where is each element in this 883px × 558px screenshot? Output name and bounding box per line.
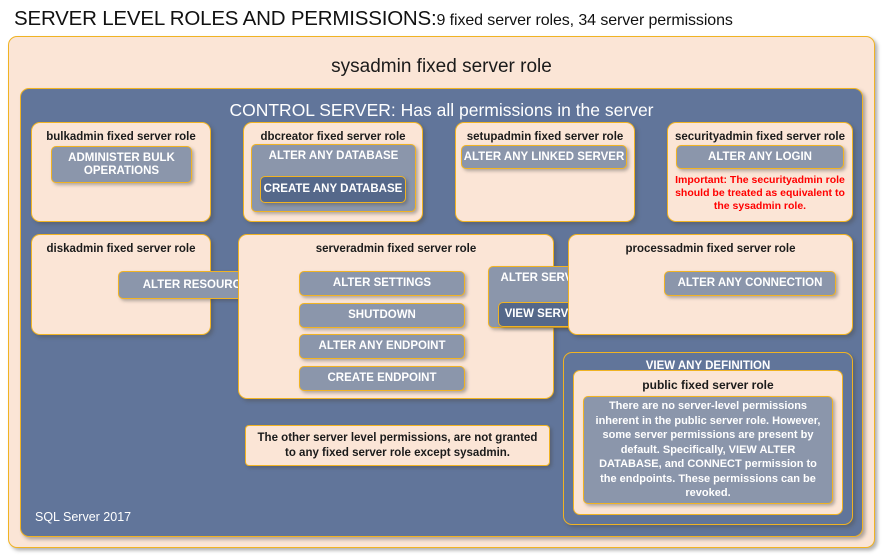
- securityadmin-warning: Important: The securityadmin role should…: [675, 174, 845, 213]
- permission-alter-settings[interactable]: ALTER SETTINGS: [299, 271, 465, 296]
- role-label-setupadmin: setupadmin fixed server role: [466, 131, 624, 143]
- role-label-processadmin: processadmin fixed server role: [625, 243, 796, 255]
- permission-create-any-database[interactable]: CREATE ANY DATABASE: [260, 176, 406, 203]
- note-other-permissions: The other server level permissions, are …: [245, 425, 550, 466]
- role-label-dbcreator: dbcreator fixed server role: [260, 131, 406, 143]
- page-title-main: SERVER LEVEL ROLES AND PERMISSIONS:: [14, 7, 437, 30]
- control-server-label: CONTROL SERVER: Has all permissions in t…: [229, 100, 654, 120]
- permission-alter-any-database-label: ALTER ANY DATABASE: [268, 150, 399, 162]
- page-title-sub: 9 fixed server roles, 34 server permissi…: [436, 12, 733, 29]
- permission-alter-any-login[interactable]: ALTER ANY LOGIN: [676, 145, 844, 169]
- permission-alter-any-endpoint[interactable]: ALTER ANY ENDPOINT: [299, 334, 465, 359]
- role-card-securityadmin: securityadmin fixed server role: [667, 122, 853, 222]
- role-label-diskadmin: diskadmin fixed server role: [46, 243, 196, 255]
- permission-shutdown[interactable]: SHUTDOWN: [299, 303, 465, 328]
- permission-alter-any-connection[interactable]: ALTER ANY CONNECTION: [664, 271, 836, 296]
- permission-create-endpoint[interactable]: CREATE ENDPOINT: [299, 366, 465, 391]
- permission-alter-any-linked-server[interactable]: ALTER ANY LINKED SERVER: [461, 145, 627, 169]
- permission-administer-bulk-operations[interactable]: ADMINISTER BULK OPERATIONS: [51, 146, 192, 183]
- role-card-setupadmin: setupadmin fixed server role: [455, 122, 635, 222]
- permission-view-any-definition-label: VIEW ANY DEFINITION: [645, 360, 771, 372]
- public-role-description: There are no server-level permissions in…: [583, 396, 833, 504]
- role-label-bulkadmin: bulkadmin fixed server role: [46, 131, 196, 143]
- sysadmin-role-label: sysadmin fixed server role: [331, 56, 552, 77]
- footer-label: SQL Server 2017: [35, 510, 132, 524]
- page-title: SERVER LEVEL ROLES AND PERMISSIONS:9 fix…: [14, 7, 874, 33]
- role-label-serveradmin: serveradmin fixed server role: [315, 243, 477, 255]
- role-label-securityadmin: securityadmin fixed server role: [674, 131, 846, 143]
- role-label-public: public fixed server role: [642, 378, 774, 392]
